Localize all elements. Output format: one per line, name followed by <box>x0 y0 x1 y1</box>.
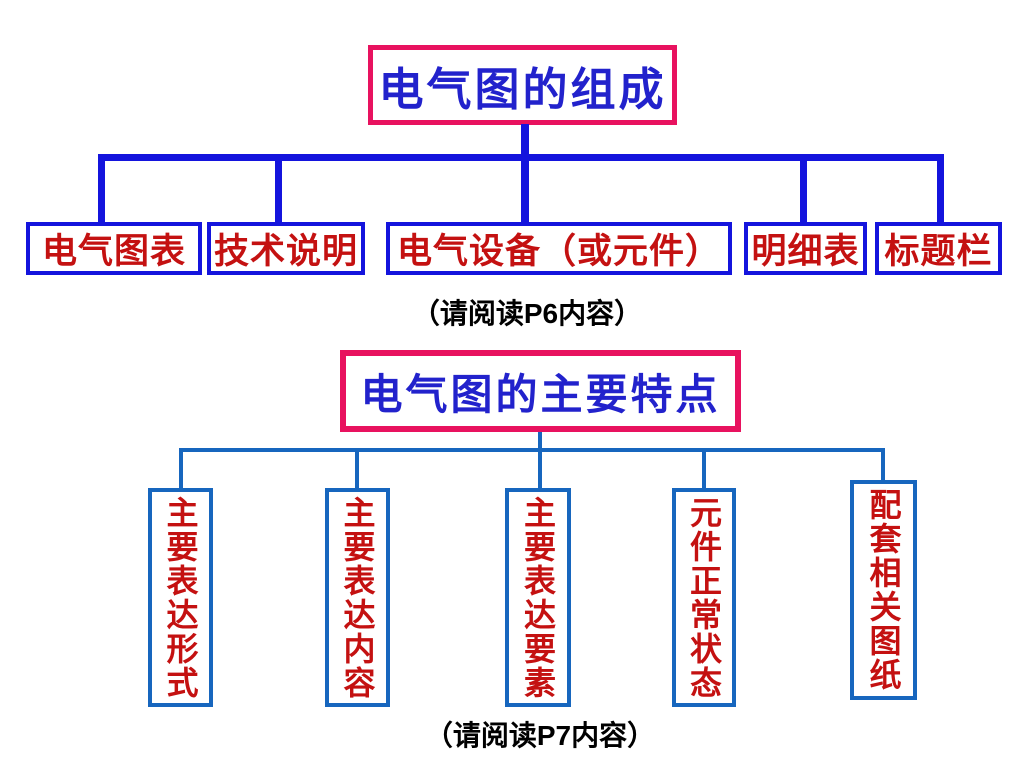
bottom-leaf-related-drawings: 配套相关图纸 <box>850 480 917 700</box>
top-leaf-electrical-equipment: 电气设备（或元件） <box>386 222 732 275</box>
bottom-connector-drop-5 <box>881 448 885 480</box>
bottom-leaf-component-normal-state: 元件正常状态 <box>672 488 736 707</box>
bottom-connector-stub <box>538 432 542 488</box>
top-connector-drop-1 <box>98 154 105 222</box>
caption-read-p6: （请阅读P6内容） <box>411 298 643 329</box>
top-connector-horizontal <box>98 154 944 161</box>
top-leaf-title-bar: 标题栏 <box>875 222 1002 275</box>
bottom-diagram-title-box: 电气图的主要特点 <box>340 350 741 432</box>
top-connector-drop-2 <box>275 154 282 222</box>
bottom-leaf-main-expression-form: 主要表达形式 <box>148 488 213 707</box>
bottom-connector-drop-2 <box>355 448 359 488</box>
top-leaf-electrical-charts: 电气图表 <box>26 222 202 275</box>
bottom-leaf-main-expression-elements: 主要表达要素 <box>505 488 571 707</box>
bottom-connector-drop-1 <box>179 448 183 488</box>
top-connector-drop-5 <box>937 154 944 222</box>
bottom-connector-drop-4 <box>702 448 706 488</box>
bottom-leaf-main-expression-content: 主要表达内容 <box>325 488 390 707</box>
bottom-connector-horizontal <box>179 448 885 452</box>
top-leaf-technical-description: 技术说明 <box>207 222 365 275</box>
top-leaf-detail-table: 明细表 <box>744 222 867 275</box>
top-connector-stub <box>521 124 529 222</box>
caption-read-p7: （请阅读P7内容） <box>424 720 656 751</box>
top-connector-drop-4 <box>800 154 807 222</box>
top-diagram-title-box: 电气图的组成 <box>368 45 677 125</box>
